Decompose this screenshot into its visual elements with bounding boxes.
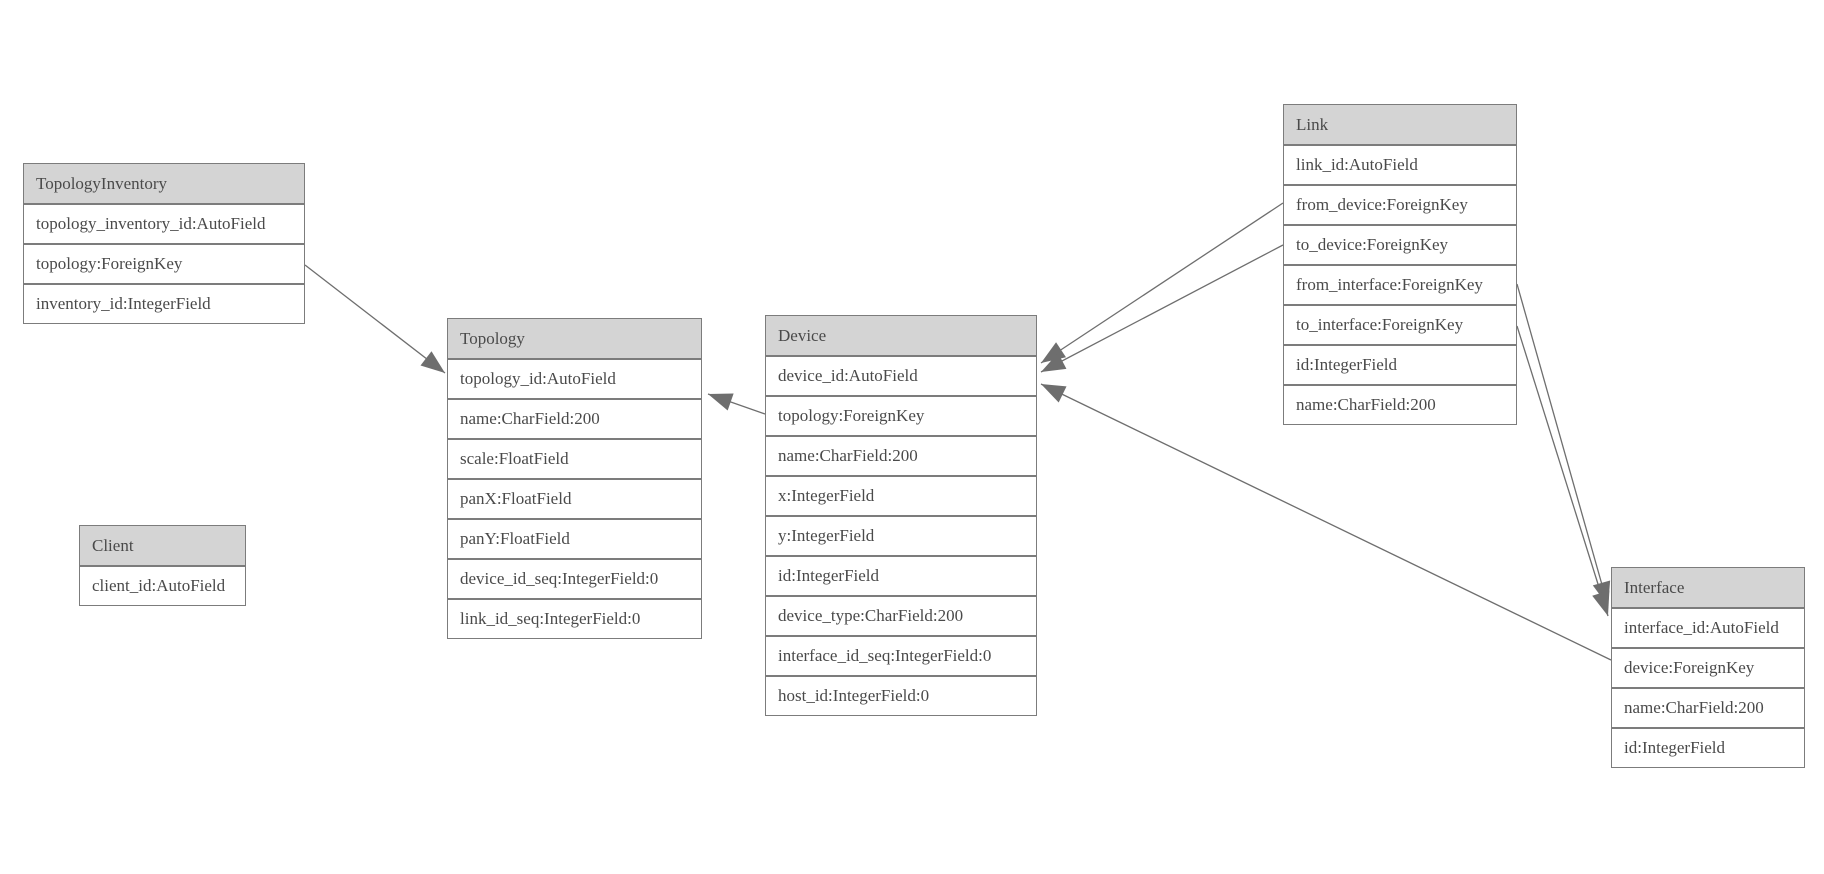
entity-field: y:IntegerField xyxy=(765,516,1037,556)
entity-field: to_interface:ForeignKey xyxy=(1283,305,1517,345)
entity-field: client_id:AutoField xyxy=(79,566,246,606)
entity-field: interface_id:AutoField xyxy=(1611,608,1805,648)
entity-field: topology:ForeignKey xyxy=(765,396,1037,436)
entity-field: topology_id:AutoField xyxy=(447,359,702,399)
entity-field: topology_inventory_id:AutoField xyxy=(23,204,305,244)
entity-field: name:CharField:200 xyxy=(1283,385,1517,425)
edge-device-topology xyxy=(707,393,766,415)
entity-field: name:CharField:200 xyxy=(447,399,702,439)
entity-field: device:ForeignKey xyxy=(1611,648,1805,688)
edge-link-from_interface xyxy=(1516,283,1611,607)
entity-field: inventory_id:IntegerField xyxy=(23,284,305,324)
entity-field: to_device:ForeignKey xyxy=(1283,225,1517,265)
entity-field: interface_id_seq:IntegerField:0 xyxy=(765,636,1037,676)
entity-field: host_id:IntegerField:0 xyxy=(765,676,1037,716)
entity-field: scale:FloatField xyxy=(447,439,702,479)
entity-field: id:IntegerField xyxy=(1611,728,1805,768)
entity-title: Interface xyxy=(1611,567,1805,608)
entity-title: Device xyxy=(765,315,1037,356)
edge-link-from_device xyxy=(1040,202,1284,364)
entity-field: device_id_seq:IntegerField:0 xyxy=(447,559,702,599)
entity-title: TopologyInventory xyxy=(23,163,305,204)
entity-field: id:IntegerField xyxy=(765,556,1037,596)
entity-title: Link xyxy=(1283,104,1517,145)
entity-field: id:IntegerField xyxy=(1283,345,1517,385)
entity-title: Topology xyxy=(447,318,702,359)
edge-topologyinventory-topology xyxy=(304,264,446,374)
entity-field: name:CharField:200 xyxy=(1611,688,1805,728)
edge-link-to_interface xyxy=(1516,325,1610,617)
entity-field: panX:FloatField xyxy=(447,479,702,519)
entity-field: link_id_seq:IntegerField:0 xyxy=(447,599,702,639)
entity-field: device_id:AutoField xyxy=(765,356,1037,396)
entity-field: from_interface:ForeignKey xyxy=(1283,265,1517,305)
entity-field: link_id:AutoField xyxy=(1283,145,1517,185)
edge-link-to_device xyxy=(1040,244,1284,373)
entity-field: topology:ForeignKey xyxy=(23,244,305,284)
edges-group xyxy=(304,202,1612,661)
entity-field: panY:FloatField xyxy=(447,519,702,559)
edge-interface-device xyxy=(1040,383,1612,661)
entity-field: device_type:CharField:200 xyxy=(765,596,1037,636)
entity-field: name:CharField:200 xyxy=(765,436,1037,476)
entity-title: Client xyxy=(79,525,246,566)
entity-field: from_device:ForeignKey xyxy=(1283,185,1517,225)
entity-field: x:IntegerField xyxy=(765,476,1037,516)
